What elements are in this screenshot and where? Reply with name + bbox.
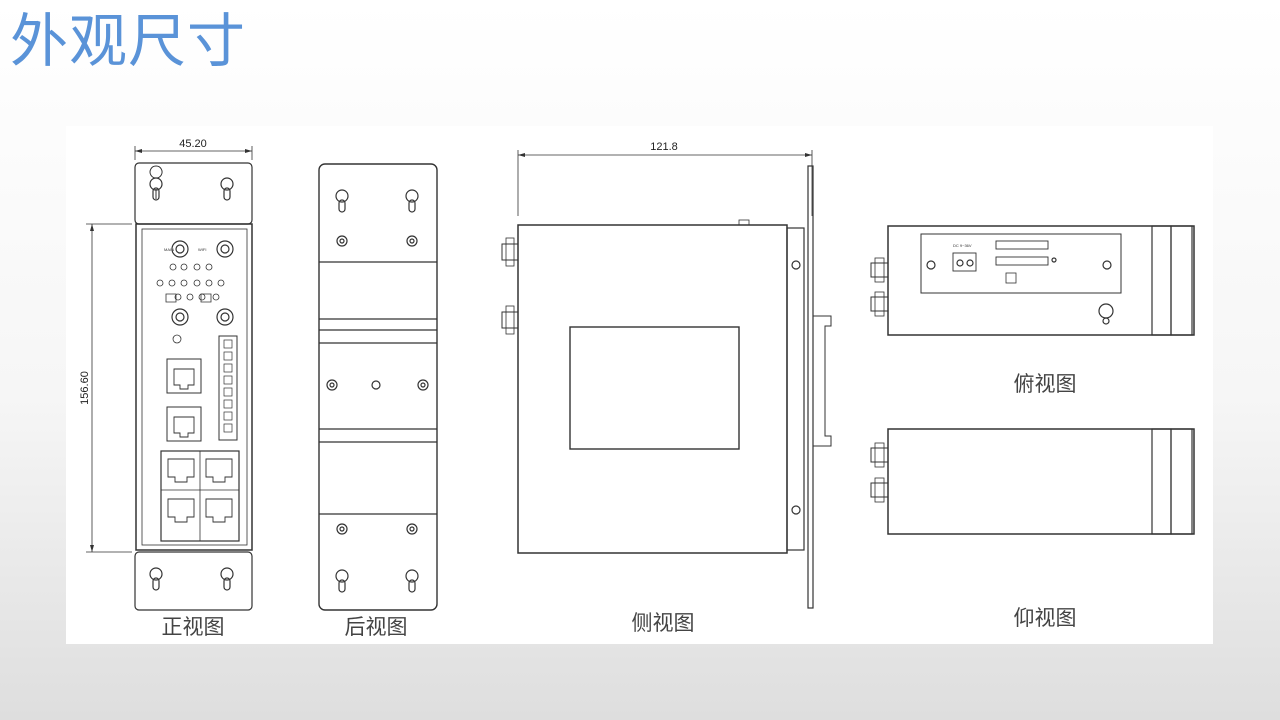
side-view-label: 侧视图 — [632, 611, 695, 635]
svg-text:DC 9~36V: DC 9~36V — [953, 243, 972, 248]
svg-text:WIFI: WIFI — [198, 247, 206, 252]
svg-text:MAIN: MAIN — [164, 247, 174, 252]
back-view: 后视图 — [318, 163, 438, 639]
bottom-view: 仰视图 — [870, 428, 1195, 630]
back-view-label: 后视图 — [345, 615, 408, 639]
top-view: DC 9~36V 俯视图 — [870, 225, 1195, 396]
front-view-label: 正视图 — [162, 615, 225, 639]
slide-title: 外观尺寸 — [10, 7, 247, 75]
top-view-label: 俯视图 — [1014, 372, 1077, 396]
front-width-label: 45.20 — [179, 138, 207, 150]
dimension-drawing: 45.20 156.60 MAIN WIFI — [66, 126, 1213, 644]
front-view: 45.20 156.60 MAIN WIFI — [79, 138, 253, 639]
front-height-label: 156.60 — [79, 371, 91, 405]
side-view: 121.8 侧视图 — [501, 141, 832, 635]
bottom-view-label: 仰视图 — [1014, 606, 1077, 630]
side-depth-label: 121.8 — [650, 141, 678, 153]
